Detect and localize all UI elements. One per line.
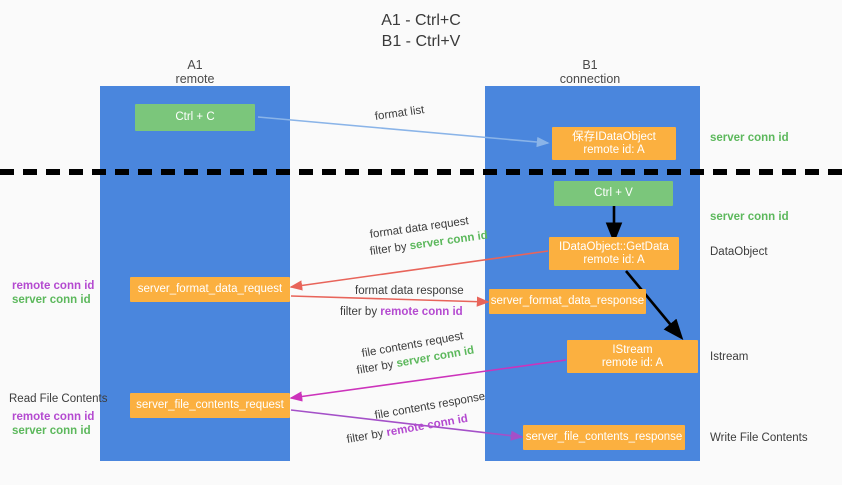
node-ctrl-v-label: Ctrl + V xyxy=(594,187,633,199)
annotation-conn-ids-file: remote conn id server conn id xyxy=(12,410,94,438)
annotation-server-conn-id-top: server conn id xyxy=(710,132,789,144)
node-ctrl-c-label: Ctrl + C xyxy=(175,111,215,123)
node-istream-line1: IStream xyxy=(612,343,653,356)
node-istream-line2: remote id: A xyxy=(601,356,664,369)
annotation-read-file-contents: Read File Contents xyxy=(9,393,108,405)
lane-a1-sub: remote xyxy=(175,72,215,86)
node-server-file-contents-request[interactable]: server_file_contents_request xyxy=(130,393,290,418)
filter-by-label-3: filter by xyxy=(355,358,398,377)
token-server-conn-id-left-2: server conn id xyxy=(12,425,91,437)
lane-b1-name: B1 xyxy=(582,58,598,72)
page-title-line2: B1 - Ctrl+V xyxy=(381,33,461,50)
lane-a1-name: A1 xyxy=(187,58,203,72)
node-ctrl-c[interactable]: Ctrl + C xyxy=(135,104,255,131)
node-server-format-data-response-label: server_format_data_response xyxy=(490,295,645,307)
annotation-dataobject: DataObject xyxy=(710,246,768,258)
token-remote-conn-id-1: remote conn id xyxy=(380,306,463,318)
lane-b1-sub: connection xyxy=(559,72,621,86)
node-server-format-data-request-label: server_format_data_request xyxy=(137,283,283,295)
token-remote-conn-id-left-2: remote conn id xyxy=(12,411,95,423)
annotation-write-file-contents: Write File Contents xyxy=(710,432,808,444)
node-getdata-line1: IDataObject::GetData xyxy=(559,240,669,253)
node-server-format-data-response[interactable]: server_format_data_response xyxy=(489,289,646,314)
node-server-file-contents-response-label: server_file_contents_response xyxy=(525,431,683,443)
node-save-idataobject-line1: 保存IDataObject xyxy=(572,130,656,143)
filter-by-label-1: filter by xyxy=(369,240,411,258)
page-title-line1: A1 - Ctrl+C xyxy=(381,12,461,29)
edge-label-format-list: format list xyxy=(374,104,426,123)
node-server-file-contents-response[interactable]: server_file_contents_response xyxy=(523,425,685,450)
node-server-file-contents-request-label: server_file_contents_request xyxy=(136,399,284,411)
node-save-idataobject[interactable]: 保存IDataObject remote id: A xyxy=(552,127,676,160)
node-save-idataobject-line2: remote id: A xyxy=(583,143,645,156)
annotation-istream: Istream xyxy=(710,351,749,363)
filter-by-label-2: filter by xyxy=(340,306,381,318)
annotation-conn-ids-format: remote conn id server conn id xyxy=(12,279,94,307)
edge-filter-format-data-response: filter by remote conn id xyxy=(340,305,463,320)
filter-by-label-4: filter by xyxy=(345,427,388,446)
node-server-format-data-request[interactable]: server_format_data_request xyxy=(130,277,290,302)
edge-label-format-data-response: format data response xyxy=(355,285,464,297)
node-ctrl-v[interactable]: Ctrl + V xyxy=(554,181,673,206)
annotation-server-conn-id-mid: server conn id xyxy=(710,211,789,223)
node-getdata[interactable]: IDataObject::GetData remote id: A xyxy=(549,237,679,270)
token-server-conn-id-left-1: server conn id xyxy=(12,294,91,306)
node-getdata-line2: remote id: A xyxy=(583,253,645,266)
node-istream[interactable]: IStream remote id: A xyxy=(567,340,698,373)
token-remote-conn-id-left-1: remote conn id xyxy=(12,280,95,292)
